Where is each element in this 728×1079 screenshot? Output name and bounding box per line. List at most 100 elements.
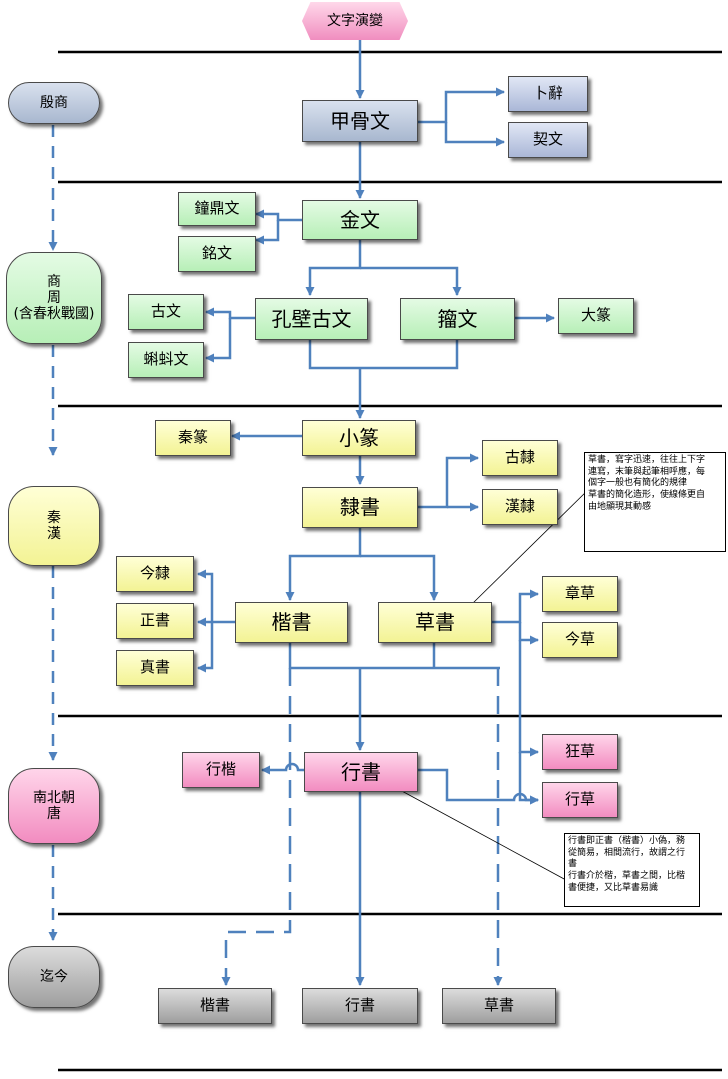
node-label: 古隸 [504,448,535,467]
era-label: 南北朝 [33,789,75,806]
era-label: 迄今 [40,968,68,985]
node-label: 正書 [139,611,170,630]
jinwen-to-kongbi [305,240,362,296]
node-label: 狂草 [564,742,595,761]
era-label: 秦 [47,509,61,526]
node-label: 漢隸 [504,497,535,516]
title-node: 文字演變 [302,2,408,40]
node-label: 金文 [340,207,380,232]
node-jiaguwen: 甲骨文 [302,100,418,142]
jinwen-to-zhouwen [360,266,462,296]
node-zhangcao: 章草 [542,576,618,612]
kaishu-to-jinli [197,569,235,624]
node-jinli: 今隸 [116,556,194,592]
note-line: 由地顯現其動感 [588,501,652,512]
note-xingshu: 行書即正書（楷書）小偽，務 從簡易，相間流行，故謂之行 書 行書介於楷，草書之間… [564,833,700,907]
xingshu-to-xingcao [418,768,539,805]
node-label: 今隸 [139,564,170,583]
node-label: 籀文 [437,306,478,331]
node-qinzhuan: 秦篆 [155,420,231,456]
note-line: 草書，寫字迅速，往往上下字 [588,455,706,465]
era-label: 漢 [47,526,61,542]
node-label: 今草 [564,630,595,649]
node-label: 小篆 [339,425,379,450]
node-label: 孔壁古文 [271,306,352,331]
node-guwen: 古文 [128,294,204,330]
era-label: 周 [47,289,61,306]
node-label: 草書 [483,996,514,1015]
node-label: 卜辭 [532,84,563,103]
node-kongbi: 孔壁古文 [255,298,368,340]
jinwen-to-ming [255,220,280,245]
lishu-to-kaishu [285,528,362,601]
node-xingshu: 行書 [304,752,418,792]
jiaguwen-to-qiwen [444,122,505,147]
node-label: 契文 [532,130,563,149]
node-guli: 古隸 [482,440,558,476]
era-shang-zhou: 商 周 (含春秋戰國) [6,252,102,344]
caoshu-to-jincao [518,622,539,645]
kongbi-to-guwen [205,307,255,320]
node-label: 蝌蚪文 [143,350,189,369]
era-present: 迄今 [8,946,100,1008]
node-xingcao: 行草 [542,782,618,818]
kaishu-to-final [221,668,292,986]
node-label: 章草 [564,584,595,603]
node-lishu: 隸書 [302,487,418,528]
era-label: 殷商 [40,94,68,111]
era-nanbei-tang: 南北朝 唐 [8,768,100,844]
node-label: 秦篆 [177,428,208,447]
node-dazhuan: 大篆 [558,298,634,334]
merge-kai-cao [288,643,500,670]
note-caoshu: 草書，寫字迅速，往往上下字 連寫，末筆與起筆相呼應，每 個字一般也有簡化的規律 … [584,452,726,552]
node-zhouwen: 籀文 [400,298,515,340]
node-kedouwen: 蝌蚪文 [128,342,204,378]
node-jinwen: 金文 [302,200,418,240]
note-leader-xingshu [399,789,567,881]
era-qin-han: 秦 漢 [8,486,100,566]
title-label: 文字演變 [327,12,383,29]
note-line: 連寫，末筆與起筆相呼應，每 [588,466,706,477]
caoshu-to-kuangcao [518,640,539,757]
node-label: 古文 [150,302,181,321]
note-leader-caoshu [471,487,591,605]
node-label: 楷書 [199,996,230,1015]
node-label: 甲骨文 [330,108,390,133]
note-line: 從簡易，相間流行，故謂之行 [568,847,686,858]
caoshu-to-xingcao [518,752,539,805]
node-caoshu: 草書 [378,602,492,643]
node-jincao: 今草 [542,622,618,658]
merge-line [308,340,459,370]
node-zhenshu: 真書 [116,650,194,686]
note-line: 個字一般也有簡化的規律 [588,478,688,489]
node-label: 行書 [344,996,375,1015]
kaishu-to-zhenshu [197,622,214,673]
era-yin-shang: 殷商 [8,82,100,124]
node-zhengshu: 正書 [116,603,194,639]
node-zhongdingwen: 鐘鼎文 [178,192,256,226]
era-dividers [58,50,722,1072]
node-label: 草書 [415,610,455,634]
node-label: 真書 [139,658,170,677]
note-line: 書便捷，又比草書易識 [568,882,659,893]
note-line: 行書介於楷，草書之間，比楷 [568,871,686,882]
node-kaishu: 楷書 [235,602,348,643]
node-xiaozhuan: 小篆 [302,420,416,456]
node-final-kaishu: 楷書 [158,988,272,1024]
node-label: 行草 [564,790,595,809]
kongbi-to-kedou [205,318,232,363]
node-final-xingshu: 行書 [302,988,418,1024]
node-qiwen: 契文 [508,122,588,158]
xingshu-to-xingkai [261,762,304,775]
era-label: 商 [47,273,61,290]
note-line: 書 [568,859,578,870]
node-buci: 卜辭 [508,76,588,112]
node-hanli: 漢隸 [482,489,558,525]
node-label: 行書 [341,759,381,784]
note-line: 草書的簡化造形，使線條更自 [588,490,706,501]
caoshu-to-zhangcao [492,589,539,624]
node-mingwen: 銘文 [178,236,256,272]
node-kuangcao: 狂草 [542,734,618,770]
era-label: 唐 [47,806,61,822]
